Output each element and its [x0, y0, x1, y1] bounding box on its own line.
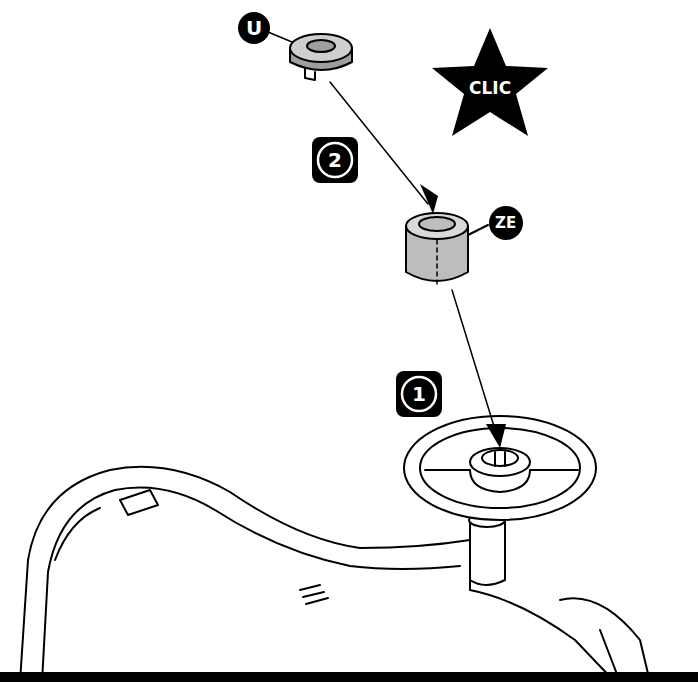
part-letter: ZE — [495, 216, 516, 231]
callout-number: 2 — [328, 150, 342, 170]
callout-number: 1 — [412, 384, 426, 404]
part-letter: U — [246, 18, 262, 38]
click-burst-text: CLIC — [469, 80, 511, 97]
